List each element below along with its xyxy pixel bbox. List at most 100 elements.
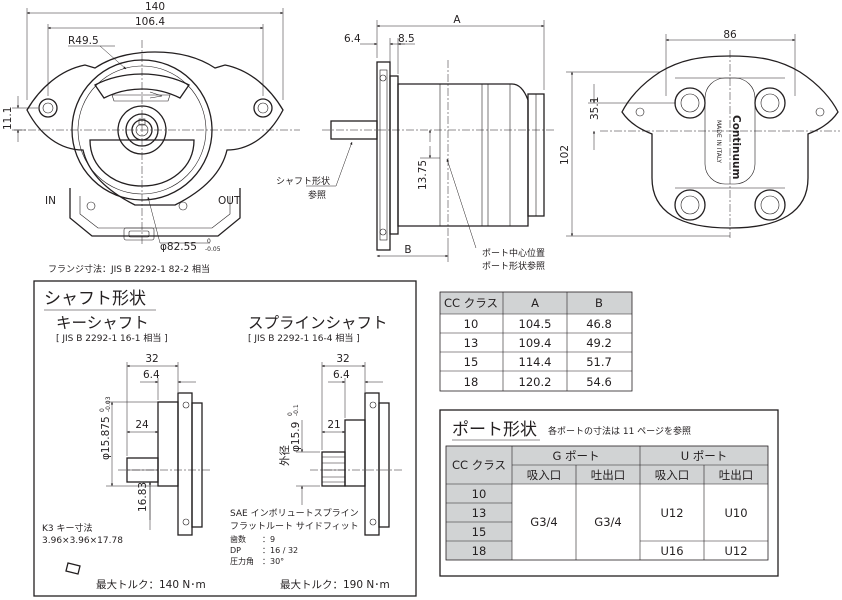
- spline-spec-row-value: ：30°: [262, 557, 284, 566]
- dim-140: 140: [145, 1, 165, 13]
- u-outlet-value: U10: [724, 506, 747, 520]
- port-cc-value: 13: [472, 506, 487, 520]
- key-dim-24: 24: [135, 419, 149, 431]
- u-outlet-value: U12: [724, 544, 747, 558]
- spline-dim-32: 32: [336, 353, 349, 365]
- u-outlet-header: 吐出口: [719, 468, 754, 482]
- port-cc-header: CC クラス: [452, 458, 506, 472]
- radius-label: R49.5: [68, 35, 99, 47]
- pilot-tol-lower: -0.05: [205, 246, 221, 253]
- dim-11-1: 11.1: [2, 107, 14, 130]
- port-note-1: ポート中心位置: [482, 247, 545, 259]
- u-inlet-header: 吸入口: [655, 468, 690, 482]
- spline-spec-row-label: 歯数: [230, 534, 246, 544]
- table-cell: 15: [464, 355, 479, 369]
- port-title: ポート形状: [452, 420, 537, 440]
- spline-spec-1: SAE インボリュートスプライン: [230, 508, 359, 519]
- spline-spec-2: フラットルート サイドフィット: [230, 521, 359, 532]
- u-port-header: U ポート: [681, 449, 728, 463]
- u-inlet-value: U16: [660, 544, 683, 558]
- spline-spec-row-value: ：9: [262, 535, 275, 544]
- table-cell: 10: [464, 317, 479, 331]
- dim-6-4: 6.4: [344, 33, 361, 45]
- key-torque: 最大トルク：140 N･m: [96, 578, 206, 591]
- table-cell: 114.4: [519, 355, 552, 369]
- spline-dia-tol-lower: -0.1: [293, 404, 300, 416]
- key-icon: [65, 562, 81, 575]
- g-outlet-header: 吐出口: [591, 468, 626, 482]
- a-header: A: [531, 296, 539, 310]
- key-dim-32: 32: [145, 353, 158, 365]
- port-cc-value: 18: [472, 544, 487, 558]
- b-header: B: [595, 296, 603, 310]
- key-note-2: 3.96×3.96×17.78: [42, 536, 123, 546]
- table-cell: 18: [464, 375, 479, 389]
- shaft-note-1: シャフト形状: [276, 175, 330, 187]
- cc-class-table: CC クラス A B 10 104.5 46.8 13 109.4 49.2 1…: [439, 291, 633, 392]
- cc-header: CC クラス: [444, 296, 498, 310]
- spline-spec-row-value: ：16 / 32: [262, 546, 298, 555]
- spline-torque: 最大トルク：190 N･m: [280, 578, 390, 591]
- pilot-dia-label: φ82.55: [160, 241, 197, 253]
- dim-a: A: [453, 14, 461, 26]
- port-cc-value: 10: [472, 487, 487, 501]
- table-cell: 51.7: [586, 355, 612, 369]
- key-dia-tol-lower: -0.03: [105, 396, 112, 412]
- shaft-panel: [33, 280, 417, 597]
- spline-dim-dia: φ15.9: [290, 422, 302, 452]
- dim-8-5: 8.5: [398, 33, 415, 45]
- dim-86: 86: [723, 29, 737, 41]
- side-view: A 6.4 8.5 13.75 B シャフト形状 参照 ポート中心位置 ポート形…: [276, 14, 556, 272]
- key-dim-6-4: 6.4: [143, 369, 160, 381]
- spline-shaft-title: スプラインシャフト: [248, 314, 388, 332]
- shaft-title: シャフト形状: [44, 289, 146, 309]
- spline-dia-tol-upper: 0: [287, 412, 294, 416]
- spline-spec-row-label: DP: [230, 546, 241, 555]
- spline-dim-6-4: 6.4: [333, 369, 350, 381]
- spline-dim-21: 21: [327, 419, 340, 431]
- table-cell: 49.2: [586, 336, 612, 350]
- key-shaft-title: キーシャフト: [56, 314, 149, 332]
- spline-shaft-standard: [ JIS B 2292-1 16-4 相当 ]: [248, 332, 360, 344]
- port-section: ポート形状 各ポートの寸法は 11 ページを参照 CC クラス G ポート U …: [445, 420, 769, 561]
- spline-dim-prefix: 外径: [278, 445, 291, 466]
- key-dia-tol-upper: 0: [99, 408, 106, 412]
- flange-outline: [26, 51, 284, 206]
- u-inlet-value: U12: [660, 506, 683, 520]
- table-cell: 54.6: [586, 375, 612, 389]
- port-note-2: ポート形状参照: [482, 260, 545, 272]
- rear-view: Continuum MADE IN ITALY 86 35.1 102: [559, 29, 840, 238]
- flange-note: フランジ寸法：JIS B 2292-1 82-2 相当: [48, 263, 210, 275]
- dim-b: B: [404, 244, 411, 256]
- brand-text: Continuum: [730, 115, 742, 179]
- dim-102: 102: [559, 145, 571, 165]
- shaft-section: シャフト形状 キーシャフト [ JIS B 2292-1 16-1 相当 ] 3…: [42, 289, 402, 591]
- g-outlet-value: G3/4: [594, 515, 621, 529]
- g-port-header: G ポート: [552, 449, 599, 463]
- table-cell: 109.4: [519, 336, 552, 350]
- g-inlet-header: 吸入口: [527, 468, 562, 482]
- table-cell: 13: [464, 336, 479, 350]
- outlet-label: OUT: [218, 195, 241, 207]
- inlet-label: IN: [45, 195, 56, 207]
- spline-spec-row-label: 圧力角: [230, 556, 254, 566]
- port-panel: [439, 409, 779, 577]
- shaft-note-2: 参照: [308, 189, 326, 201]
- body-outline: [69, 188, 241, 237]
- brand-sub: MADE IN ITALY: [715, 120, 722, 163]
- table-cell: 120.2: [519, 375, 552, 389]
- pilot-tol-upper: 0: [207, 238, 211, 245]
- port-note: 各ポートの寸法は 11 ページを参照: [548, 425, 691, 437]
- g-inlet-value: G3/4: [530, 515, 557, 529]
- key-dim-dia: φ15.875: [100, 416, 112, 460]
- dim-106-4: 106.4: [135, 16, 165, 28]
- table-cell: 104.5: [519, 317, 552, 331]
- dim-13-75: 13.75: [417, 160, 429, 190]
- dim-35-1: 35.1: [589, 97, 601, 120]
- front-view: 140 106.4 R49.5 11.1 IN OUT φ82.55 0 -0.…: [2, 1, 300, 275]
- table-cell: 46.8: [586, 317, 612, 331]
- key-note-1: K3 キー寸法: [42, 522, 93, 534]
- key-dim-16-83: 16.83: [137, 482, 149, 512]
- key-shaft-standard: [ JIS B 2292-1 16-1 相当 ]: [56, 332, 168, 344]
